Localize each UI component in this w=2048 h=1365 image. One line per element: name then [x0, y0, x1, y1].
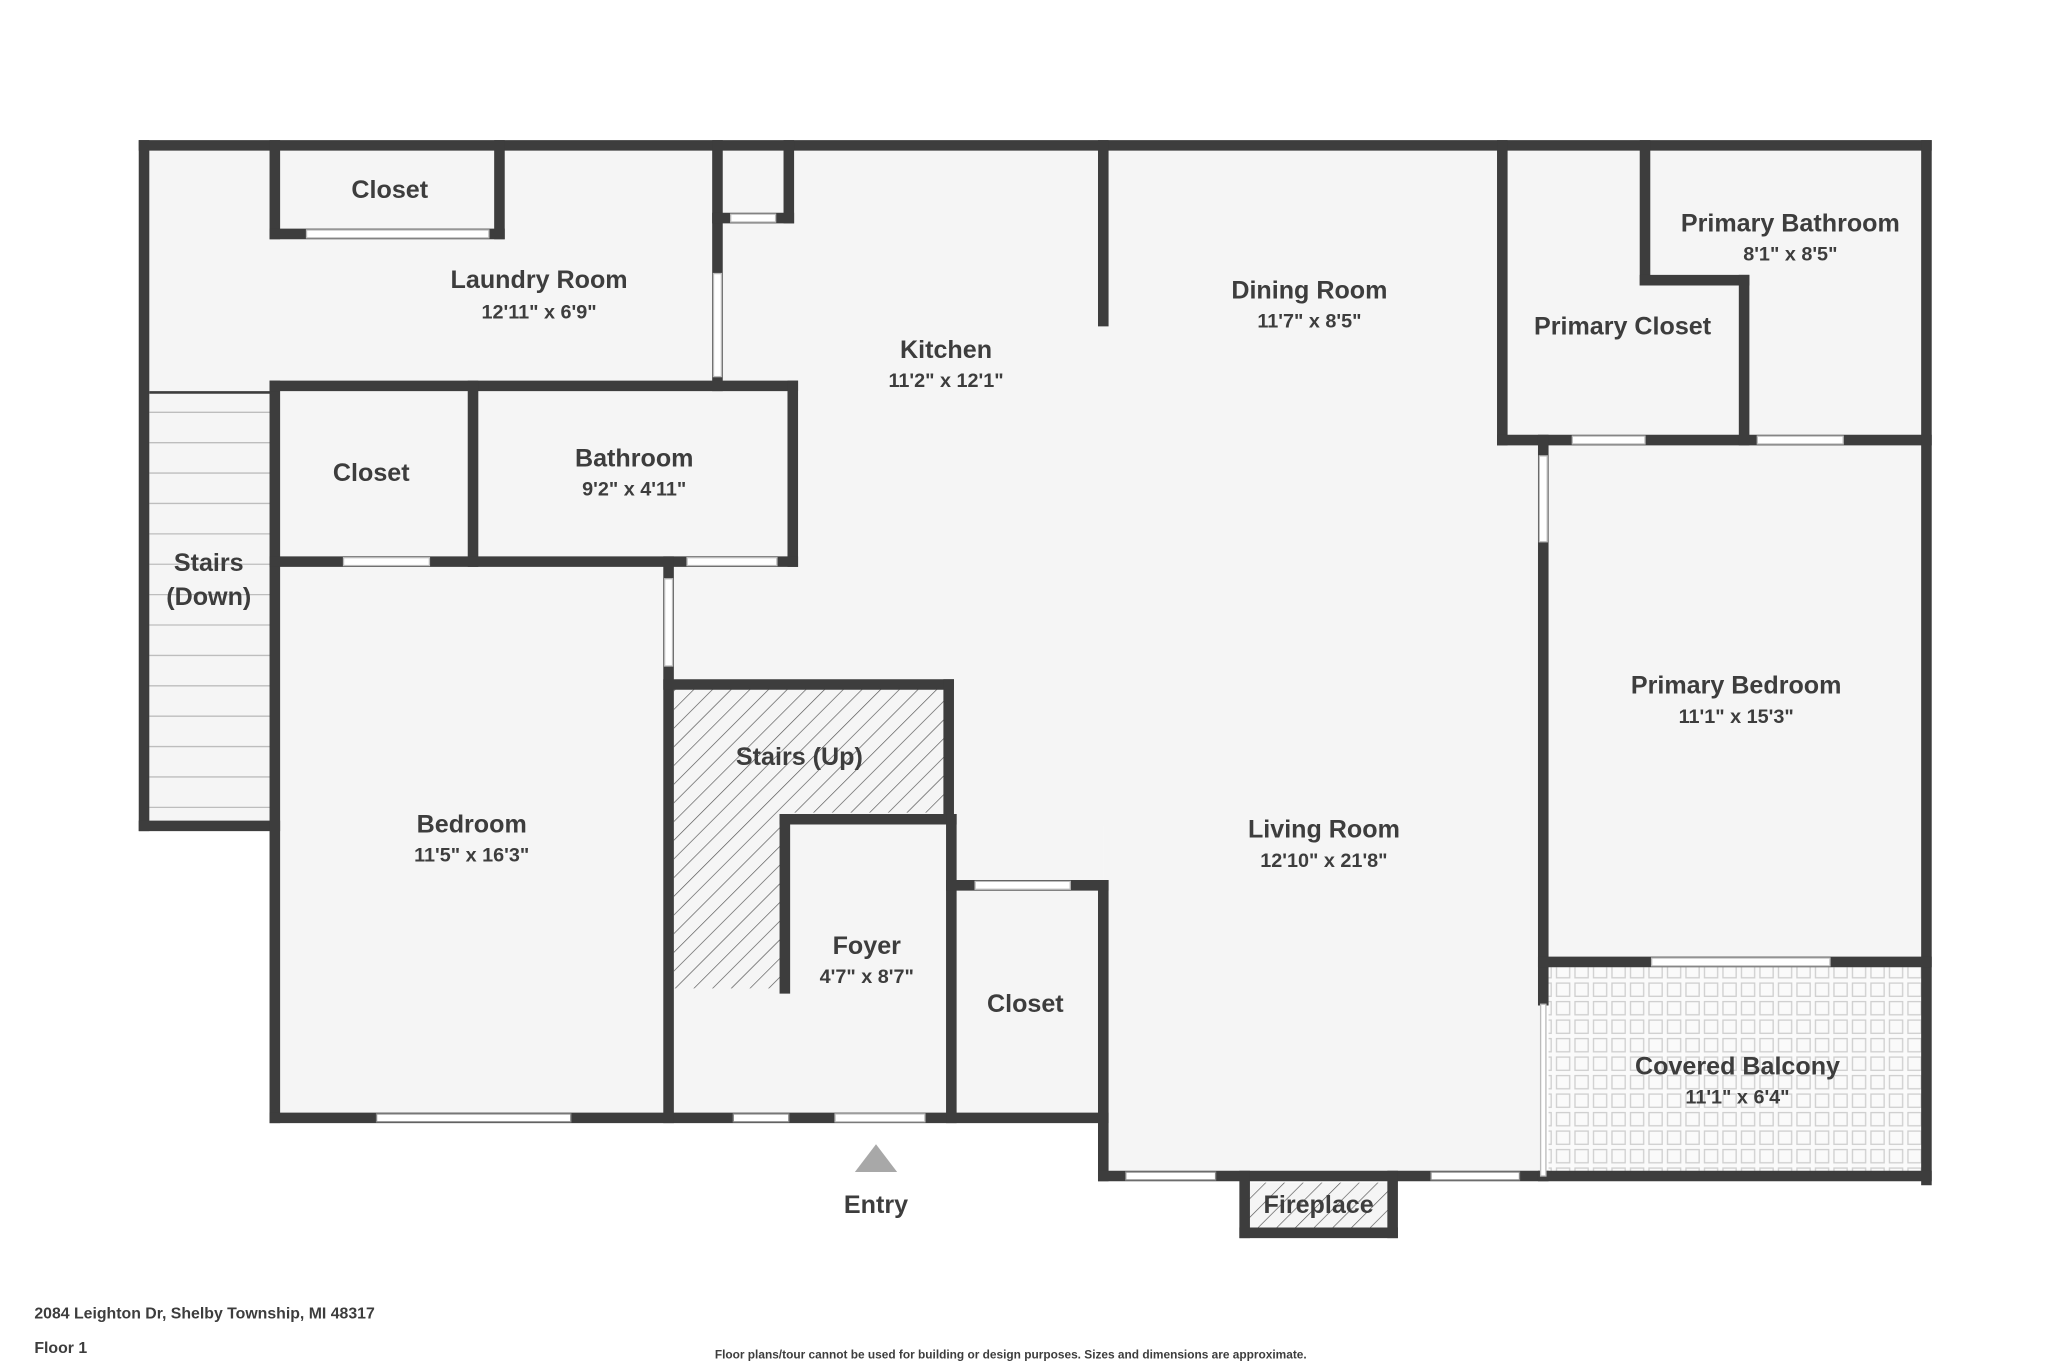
stairs-up-hatch: [673, 684, 949, 989]
room-name: Primary Closet: [1534, 312, 1712, 340]
room-dims: 11'7" x 8'5": [1257, 311, 1361, 333]
room-name: Bedroom: [417, 810, 527, 838]
room-name: Living Room: [1248, 816, 1400, 844]
room-name: Closet: [351, 176, 428, 204]
room-name: Covered Balcony: [1635, 1052, 1840, 1080]
room-dims: 11'5" x 16'3": [414, 845, 529, 867]
room-dims: 12'11" x 6'9": [482, 301, 597, 323]
room-name: Kitchen: [900, 336, 992, 364]
room-dims: 9'2" x 4'11": [582, 479, 686, 501]
window: [375, 1113, 572, 1123]
room-name: Primary Bathroom: [1681, 209, 1900, 237]
entry-label: Entry: [844, 1191, 908, 1219]
window: [1430, 1171, 1521, 1181]
openings: [305, 213, 1844, 1181]
room-name: Stairs (Up): [736, 743, 863, 771]
room-name: Stairs: [174, 549, 244, 577]
room-name: Fireplace: [1264, 1191, 1374, 1219]
entry-door: [834, 1113, 926, 1123]
room-dims: 12'10" x 21'8": [1260, 850, 1387, 872]
entry-arrow-icon: [854, 1144, 898, 1173]
room-dims: 11'1" x 6'4": [1685, 1086, 1789, 1108]
floor-label: Floor 1: [34, 1340, 87, 1357]
room-name: Closet: [987, 990, 1064, 1018]
room-dims: 11'2" x 12'1": [888, 370, 1003, 392]
room-dims: 4'7" x 8'7": [820, 966, 914, 988]
address: 2084 Leighton Dr, Shelby Township, MI 48…: [34, 1306, 375, 1323]
room-name: Dining Room: [1231, 277, 1387, 305]
room-name: Foyer: [833, 932, 902, 960]
fireplace-hatch: [1247, 1182, 1390, 1231]
room-name: Bathroom: [575, 444, 694, 472]
room-labels: Closet Laundry Room 12'11" x 6'9" Kitche…: [166, 176, 1900, 1219]
room-name: (Down): [166, 583, 251, 611]
disclaimer: Floor plans/tour cannot be used for buil…: [715, 1347, 1307, 1361]
room-name: Primary Bedroom: [1631, 672, 1842, 700]
room-dims: 8'1" x 8'5": [1743, 243, 1837, 265]
stairs-down-treads: [149, 391, 271, 809]
window: [1125, 1171, 1217, 1181]
room-name: Closet: [333, 459, 410, 487]
room-name: Laundry Room: [451, 266, 628, 294]
window: [732, 1113, 790, 1123]
room-dims: 11'1" x 15'3": [1679, 706, 1794, 728]
